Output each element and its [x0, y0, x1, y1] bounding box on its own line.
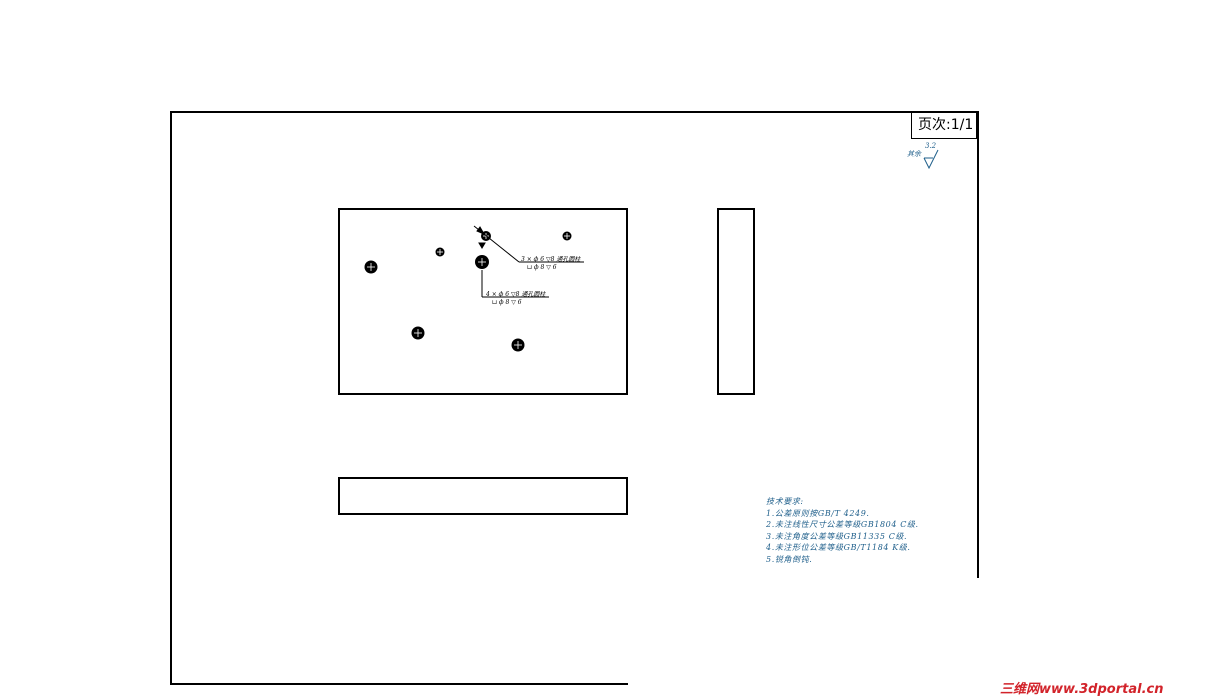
drawing-frame [170, 111, 979, 685]
tech-requirement-item: 5.锐角倒钝. [766, 554, 813, 564]
page-number-label: 页次:1/1 [911, 113, 977, 139]
watermark: 三维网www.3dportal.cn [1000, 682, 1164, 697]
roughness-annotation: 其余 3.2 [907, 142, 936, 159]
callout-upper-line2: ⊔ ф 8 ▽ 6 [527, 264, 557, 271]
top-view-plate [338, 208, 628, 395]
roughness-prefix: 其余 [907, 150, 921, 158]
tech-requirement-item: 1.公差原则按GB/T 4249. [766, 508, 870, 518]
side-view-plate [717, 208, 755, 395]
roughness-value: 3.2 [925, 142, 937, 150]
tech-requirement-item: 3.未注角度公差等级GB11335 C级. [766, 531, 908, 541]
callout-lower-line2: ⊔ ф 8 ▽ 6 [492, 299, 522, 306]
callout-lower-line1: 4 × ф 6 ▽8 通孔圆柱 [486, 291, 546, 298]
front-view-plate [338, 477, 628, 515]
tech-requirement-item: 4.未注形位公差等级GB/T1184 K级. [766, 543, 911, 552]
tech-requirement-item: 2.未注线性尺寸公差等级GB1804 C级. [766, 520, 919, 529]
leader-upper [473, 225, 584, 263]
tech-requirements-title: 技术要求: [766, 497, 804, 506]
callout-upper-line1: 3 × ф 6 ▽8 通孔圆柱 [521, 256, 581, 263]
leader-lower [478, 242, 549, 298]
roughness-symbol [923, 149, 939, 170]
technical-requirements: 技术要求: 1.公差原则按GB/T 4249. 2.未注线性尺寸公差等级GB18… [766, 496, 919, 565]
